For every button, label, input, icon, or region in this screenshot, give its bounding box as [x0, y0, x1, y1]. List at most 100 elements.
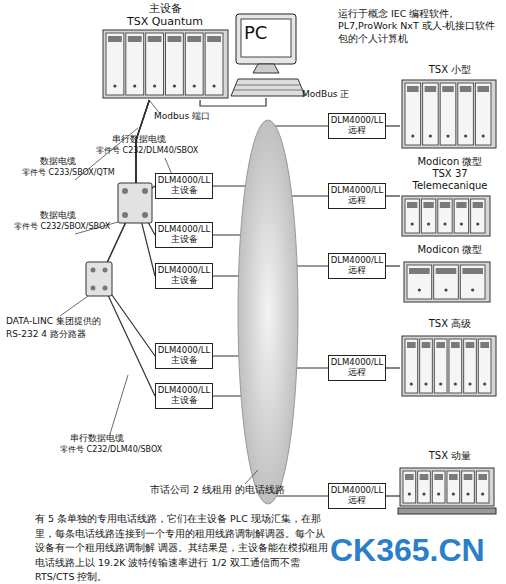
box-label: DLM4000/LL 远程	[329, 186, 385, 206]
plc-rack	[402, 336, 496, 396]
rack-module	[185, 33, 203, 95]
note-label: 串行数据电缆	[112, 134, 166, 146]
module-connector	[476, 222, 479, 225]
key-row	[234, 90, 302, 91]
module-display	[420, 474, 429, 480]
port	[142, 212, 148, 218]
device-node: Modicon 微型 TSX 37 Telemecanique	[400, 156, 500, 238]
pc-label: PC	[244, 22, 267, 44]
keyboard	[231, 79, 305, 96]
module-display	[442, 86, 454, 92]
box-label: DLM4000/LL 远程	[329, 358, 385, 378]
quantum-rack	[103, 30, 228, 98]
device-node: TSX 高级	[400, 318, 500, 398]
device-heading: 主设备	[100, 2, 230, 15]
module-connector	[464, 134, 467, 137]
port	[142, 188, 148, 194]
rack-module	[454, 199, 468, 233]
rack-module	[434, 265, 459, 299]
rack-module	[475, 83, 491, 145]
module-display	[407, 342, 416, 348]
module-connector	[437, 492, 440, 495]
note-label: 零件号 C233/SBOX/QTM	[22, 168, 115, 178]
rack-module	[438, 199, 452, 233]
module-display	[207, 36, 221, 42]
module-display	[422, 342, 431, 348]
module-display	[440, 202, 450, 208]
edge-label: ModBus 正	[302, 89, 349, 101]
device-node: Modicon 微型	[400, 244, 500, 306]
module-connector	[427, 222, 430, 225]
rack-module	[464, 339, 477, 393]
module-display	[108, 36, 122, 42]
module-connector	[460, 222, 463, 225]
line-stub	[268, 125, 328, 126]
module-connector	[193, 84, 196, 87]
device-node: TSX 小型	[400, 64, 500, 152]
rack-module	[440, 83, 456, 145]
rack-module	[449, 339, 462, 393]
screen	[241, 19, 291, 57]
note-label: 数据电缆	[40, 210, 76, 222]
note-label: 串行数据电缆	[70, 433, 124, 445]
module-connector	[113, 84, 116, 87]
module-connector	[443, 222, 446, 225]
module-connector	[212, 84, 215, 87]
device-heading: Modicon 微型	[408, 244, 492, 256]
module-display	[425, 86, 437, 92]
rack-module	[403, 471, 416, 503]
module-display	[464, 474, 473, 480]
module-display	[456, 202, 466, 208]
plc-rack	[404, 262, 490, 302]
monitor-stand	[253, 64, 279, 73]
modem-box: DLM4000/LL 远程	[328, 113, 386, 139]
cable-line	[100, 100, 155, 396]
pc-node: PC	[232, 12, 300, 98]
module-display	[451, 342, 460, 348]
cable-line	[200, 98, 266, 106]
device-node: 主设备TSX Quantum	[100, 2, 230, 100]
port	[122, 212, 128, 218]
module-display	[460, 86, 472, 92]
device-heading: TSX 动量	[408, 450, 492, 462]
module-connector	[408, 492, 411, 495]
splitter-box	[86, 262, 112, 296]
module-display	[462, 268, 483, 274]
port	[103, 268, 108, 273]
module-display	[187, 36, 201, 42]
rack-module	[478, 339, 491, 393]
rack-module	[434, 339, 447, 393]
cable-line	[386, 125, 400, 126]
splitter-box	[118, 183, 152, 223]
module-connector	[482, 134, 485, 137]
box-label: DLM4000/LL 远程	[329, 256, 385, 276]
modem-box: DLM4000/LL 远程	[328, 183, 386, 209]
box-label: DLM4000/LL 主设备	[156, 386, 212, 406]
rack-module	[126, 33, 144, 95]
rack-module	[166, 33, 184, 95]
modem-box: DLM4000/LL 主设备	[155, 263, 213, 289]
port	[91, 286, 96, 291]
modem-box: DLM4000/LL 远程	[328, 253, 386, 279]
module-connector	[444, 288, 447, 291]
plc-rack	[400, 468, 494, 506]
leader-line	[110, 375, 128, 434]
port	[103, 286, 108, 291]
module-display	[148, 36, 162, 42]
rack-module	[476, 471, 489, 503]
cable-line	[386, 265, 400, 266]
module-display	[436, 342, 445, 348]
caption: 有 5 条单独的专用电话线路，它们在主设备 PLC 现场汇集，在那里，每条电话线…	[35, 512, 333, 584]
device-heading: TSX 高级	[408, 318, 492, 330]
module-display	[407, 86, 419, 92]
module-connector	[418, 288, 421, 291]
modem-box: DLM4000/LL 远程	[328, 355, 386, 381]
module-display	[409, 268, 430, 274]
rack-module	[106, 33, 124, 95]
note-label: 运行于概念 IEC 编程软件, PL7,ProWork NxT 或人-机接口软件…	[338, 8, 503, 45]
din-rail	[398, 508, 496, 514]
module-connector	[153, 84, 156, 87]
module-connector	[411, 134, 414, 137]
